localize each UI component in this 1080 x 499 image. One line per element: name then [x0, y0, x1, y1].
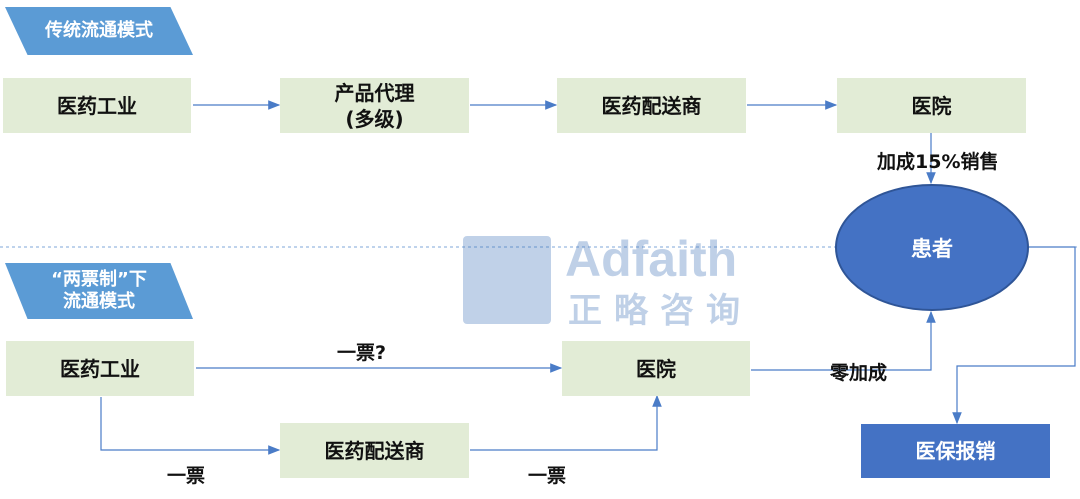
watermark-cn: 正略咨询 [568, 291, 752, 331]
watermark-logo-icon [463, 236, 551, 324]
node-product-agent-line2: (多级) [345, 106, 404, 131]
watermark-brand: Adfaith [565, 231, 738, 287]
label-markup-15: 加成15%销售 [877, 151, 999, 173]
node-distributor: 医药配送商 [557, 78, 746, 133]
node-hospital-2: 医院 [562, 341, 750, 396]
tag-two-invoice-line2: 流通模式 [63, 291, 135, 312]
arrow-patient-to-insurance [952, 246, 1076, 425]
node-product-agent-line1: 产品代理 [334, 80, 415, 105]
tag-two-invoice: “两票制”下 流通模式 [5, 263, 193, 319]
label-one-invoice-question: 一票? [337, 342, 387, 364]
node-hospital: 医院 [837, 78, 1026, 133]
label-zero-markup: 零加成 [830, 362, 888, 384]
node-product-agent: 产品代理 (多级) [280, 78, 469, 133]
node-pharma-industry: 医药工业 [3, 78, 191, 133]
node-pharma-industry-2: 医药工业 [6, 341, 194, 396]
arrow-distributor-to-hospital-2 [470, 394, 662, 451]
tag-two-invoice-line1: “两票制”下 [51, 269, 147, 290]
label-one-invoice-right: 一票 [528, 465, 567, 487]
arrow-industry-to-distributor [100, 397, 281, 455]
node-distributor-2: 医药配送商 [280, 423, 469, 478]
arrow-hospital-to-patient-2 [751, 310, 936, 371]
tag-traditional: 传统流通模式 [5, 7, 193, 55]
label-one-invoice-left: 一票 [167, 465, 206, 487]
node-patient: 患者 [835, 184, 1029, 311]
node-insurance-reimbursement: 医保报销 [861, 424, 1050, 478]
